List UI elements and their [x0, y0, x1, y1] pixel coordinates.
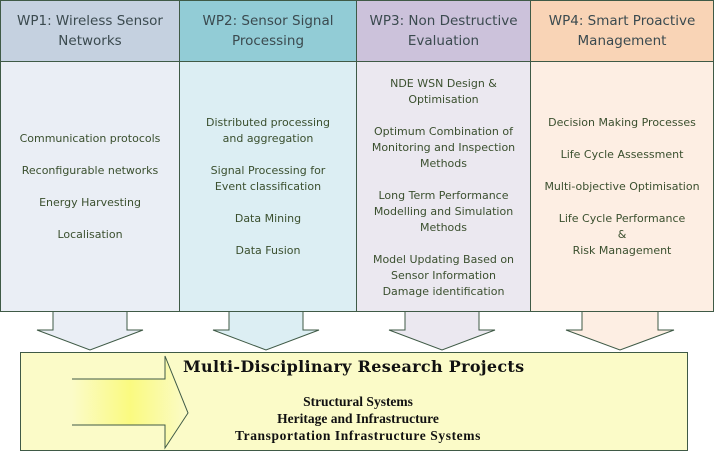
list-item: Data Fusion [235, 244, 301, 257]
list-item: Life Cycle Performance & Risk Management [558, 212, 686, 257]
research-title: Multi-Disciplinary Research Projects [183, 357, 525, 376]
list-item: Signal Processing for Event classificati… [210, 164, 326, 193]
list-item: Communication protocols [19, 132, 161, 145]
list-item: Life Cycle Assessment [560, 148, 684, 161]
wp3-body: NDE WSN Design & Optimisation Optimum Co… [357, 62, 530, 312]
wp4-body: Decision Making Processes Life Cycle Ass… [531, 62, 713, 312]
project-item: Heritage and Infrastructure [277, 411, 439, 426]
list-item: Optimum Combination of Monitoring and In… [371, 125, 516, 170]
down-arrow-wp3 [388, 312, 496, 351]
wp2-header: WP2: Sensor Signal Processing [180, 1, 356, 62]
down-arrow-wp4 [565, 312, 675, 351]
list-item: Reconfigurable networks [21, 164, 159, 177]
wp1-body: Communication protocols Reconfigurable n… [1, 62, 179, 312]
down-arrow-wp2 [212, 312, 320, 351]
wp2-body: Distributed processing and aggregation S… [180, 62, 356, 312]
wp4-header: WP4: Smart Proactive Management [531, 1, 713, 62]
list-item: Distributed processing and aggregation [206, 116, 330, 145]
list-item: NDE WSN Design & Optimisation [390, 77, 497, 106]
list-item: Localisation [57, 228, 123, 241]
list-item: Long Term Performance Modelling and Simu… [373, 189, 514, 234]
right-arrow-icon [72, 355, 189, 450]
list-item: Data Mining [234, 212, 302, 225]
list-item: Energy Harvesting [39, 196, 141, 209]
project-item: Transportation Infrastructure Systems [235, 428, 481, 443]
wp1-header: WP1: Wireless Sensor Networks [1, 1, 179, 62]
list-item: Decision Making Processes [548, 116, 696, 129]
down-arrow-wp1 [36, 312, 144, 351]
wp3-header: WP3: Non Destructive Evaluation [357, 1, 530, 62]
wp3-column: WP3: Non Destructive Evaluation NDE WSN … [356, 0, 531, 312]
wp1-column: WP1: Wireless Sensor Networks Communicat… [0, 0, 180, 312]
wp4-column: WP4: Smart Proactive Management Decision… [530, 0, 714, 312]
wp2-column: WP2: Sensor Signal Processing Distribute… [179, 0, 357, 312]
list-item: Model Updating Based on Sensor Informati… [372, 253, 515, 298]
list-item: Multi-objective Optimisation [544, 180, 700, 193]
project-item: Structural Systems [303, 394, 413, 409]
